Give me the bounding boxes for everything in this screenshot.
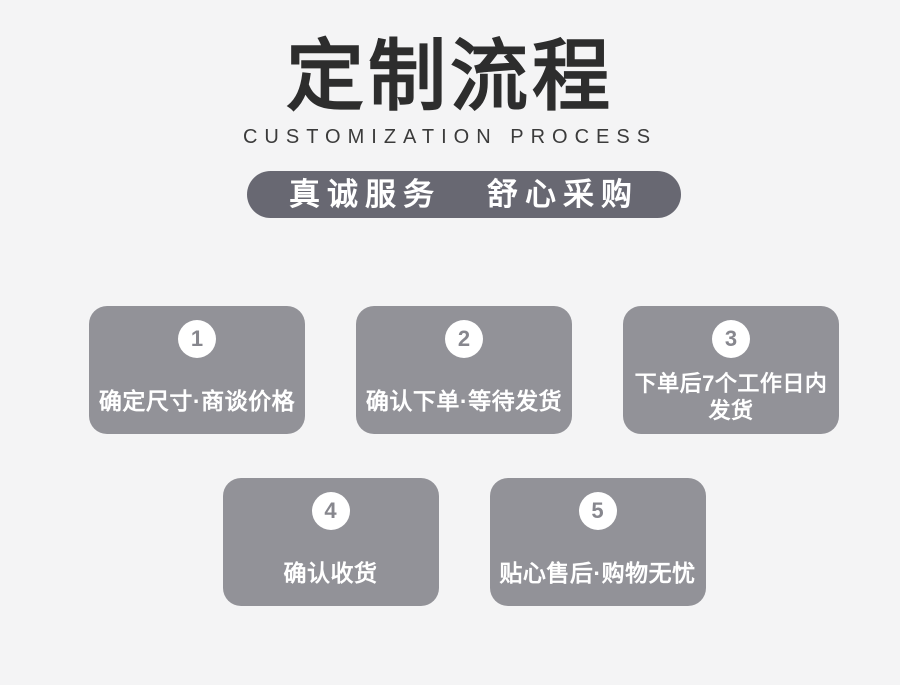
steps-grid: 1 确定尺寸·商谈价格 2 确认下单·等待发货 3 下单后7个工作日内发货: [14, 305, 900, 606]
page-title: 定制流程: [285, 32, 614, 120]
step-number: 4: [324, 497, 337, 523]
service-banner: 真诚服务 舒心采购: [247, 170, 681, 218]
step-number: 1: [190, 325, 204, 351]
step-label: 确认下单·等待发货: [365, 388, 563, 415]
step-card-3: 3 下单后7个工作日内发货: [623, 305, 839, 434]
step-label: 下单后7个工作日内发货: [634, 371, 828, 423]
step-label: 确认收货: [283, 560, 378, 587]
banner-text-left: 真诚服务: [289, 176, 441, 212]
step-number: 2: [457, 325, 471, 351]
step-label: 贴心售后·购物无忧: [499, 560, 696, 587]
step-number-badge: 4: [311, 491, 350, 530]
step-number-badge: 5: [578, 491, 617, 530]
step-card-5: 5 贴心售后·购物无忧: [489, 477, 706, 606]
step-number: 5: [591, 497, 604, 523]
page-subtitle: CUSTOMIZATION PROCESS: [242, 125, 658, 148]
step-number-badge: 3: [712, 319, 750, 358]
service-banner-wrap: 真诚服务 舒心采购: [0, 170, 900, 218]
step-number-badge: 2: [445, 319, 483, 358]
step-label: 确定尺寸·商谈价格: [98, 388, 296, 415]
steps-row-2: 4 确认收货 5 贴心售后·购物无忧: [222, 477, 706, 606]
step-number: 3: [724, 325, 738, 351]
step-card-2: 2 确认下单·等待发货: [356, 305, 572, 434]
step-number-badge: 1: [178, 319, 216, 358]
step-card-4: 4 确认收货: [222, 477, 439, 606]
page-header: 定制流程 CUSTOMIZATION PROCESS: [0, 0, 900, 149]
steps-row-1: 1 确定尺寸·商谈价格 2 确认下单·等待发货 3 下单后7个工作日内发货: [89, 305, 839, 434]
banner-text-right: 舒心采购: [487, 176, 639, 212]
step-card-1: 1 确定尺寸·商谈价格: [89, 305, 305, 434]
